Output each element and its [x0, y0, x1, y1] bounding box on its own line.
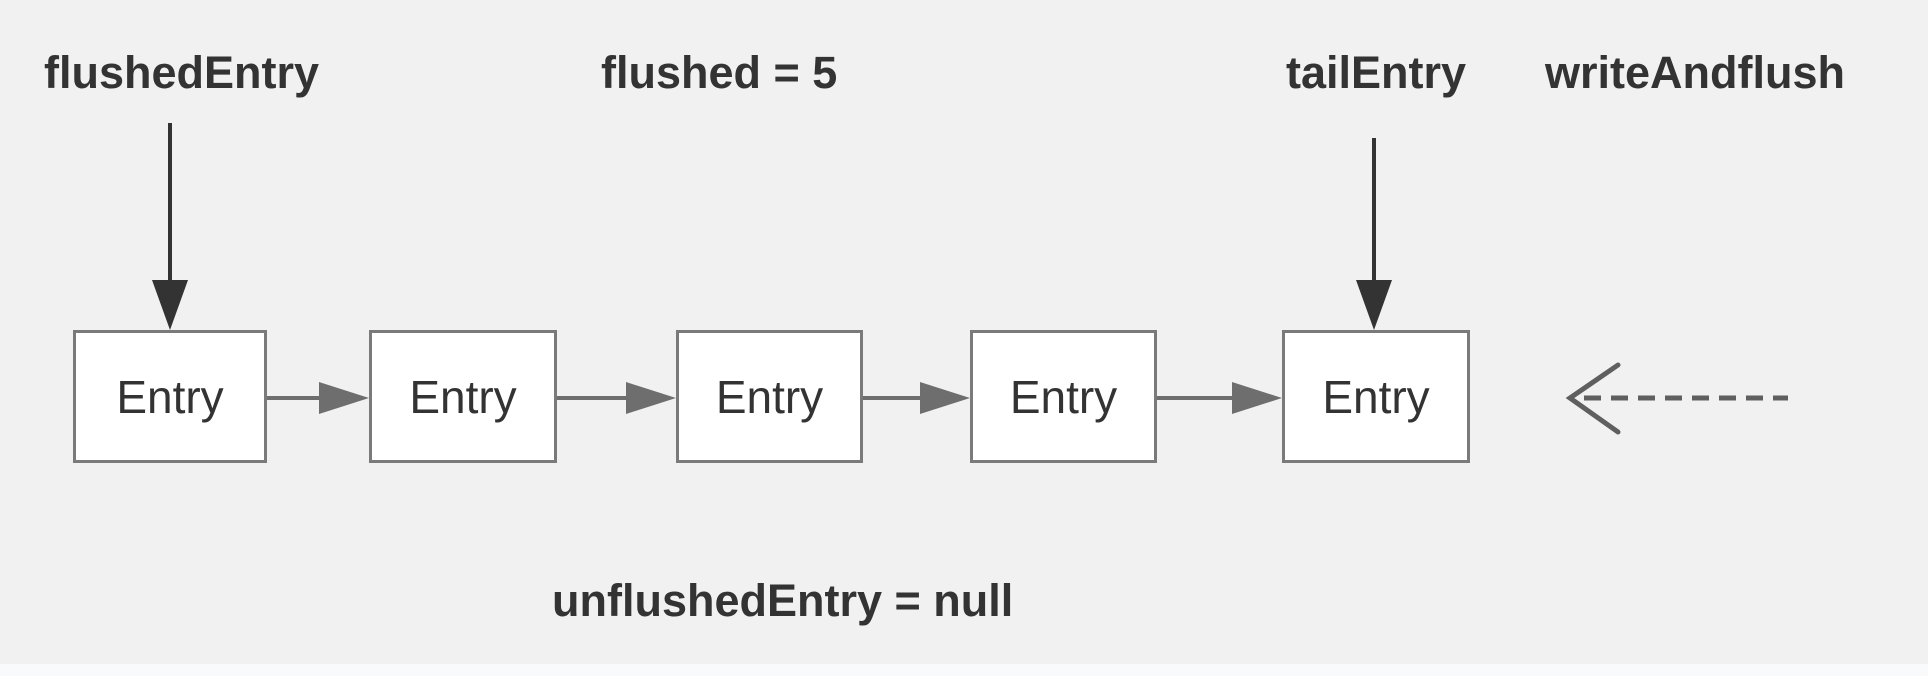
entry-box: Entry [676, 330, 863, 463]
entry-box: Entry [970, 330, 1157, 463]
entry-label: Entry [1009, 370, 1118, 423]
flushed-entry-down-arrow-icon [152, 123, 188, 330]
entry-label: Entry [1322, 370, 1430, 423]
bottom-edge-strip [0, 664, 1928, 676]
entry-box: Entry [369, 330, 557, 463]
entry-label: Entry [116, 370, 224, 423]
flushed-entry-label: flushedEntry [44, 47, 320, 98]
next-link-right-arrow-icon [557, 382, 676, 414]
next-link-right-arrow-icon [267, 382, 369, 414]
entry-label: Entry [715, 370, 824, 423]
entry-label: Entry [409, 370, 517, 423]
next-link-right-arrow-icon [1157, 382, 1282, 414]
entry-box: Entry [73, 330, 267, 463]
entry-box: Entry [1282, 330, 1470, 463]
tail-entry-down-arrow-icon [1356, 138, 1392, 330]
tail-entry-label: tailEntry [1286, 47, 1467, 98]
write-and-flush-label: writeAndflush [1545, 47, 1845, 98]
next-link-right-arrow-icon [863, 382, 970, 414]
flushed-count-label: flushed = 5 [601, 47, 838, 98]
unflushed-entry-label: unflushedEntry = null [552, 575, 1014, 626]
write-and-flush-dashed-left-arrow-icon [1565, 362, 1788, 435]
